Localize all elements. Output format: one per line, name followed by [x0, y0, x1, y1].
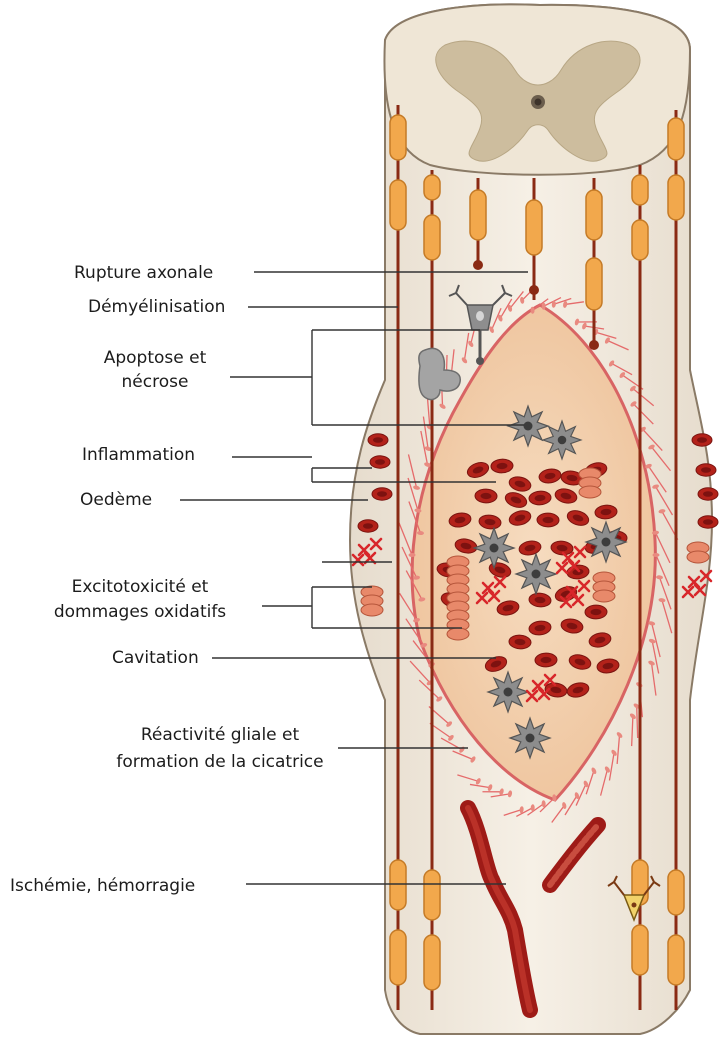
myelin-segment-icon	[424, 175, 440, 200]
red-blood-cell-icon	[535, 653, 557, 667]
red-blood-cell-icon	[358, 520, 378, 532]
red-blood-cell-icon	[372, 488, 392, 500]
red-blood-cell-icon	[698, 488, 718, 500]
label-cavitation: Cavitation	[112, 647, 199, 669]
macrophage-icon	[510, 718, 550, 758]
label-reactivite-line1: Réactivité gliale et	[100, 724, 340, 746]
red-blood-cell-icon	[475, 489, 497, 503]
myelin-segment-icon	[668, 870, 684, 915]
label-excito-line2: dommages oxidatifs	[20, 601, 260, 623]
myelin-segment-icon	[586, 190, 602, 240]
myelin-segment-icon	[632, 925, 648, 975]
myelin-segment-icon	[390, 180, 406, 230]
label-ischemie: Ischémie, hémorragie	[10, 875, 195, 897]
label-inflammation: Inflammation	[82, 444, 195, 466]
label-oedeme: Oedème	[80, 489, 152, 511]
myelin-segment-icon	[424, 870, 440, 920]
red-blood-cell-stack-icon	[361, 586, 383, 616]
red-blood-cell-stack-icon	[687, 542, 709, 563]
axon-end-bulb	[589, 340, 599, 350]
myelin-segment-icon	[632, 220, 648, 260]
glial-cell	[653, 553, 660, 557]
red-blood-cell-icon	[692, 434, 712, 446]
myelin-segment-icon	[390, 115, 406, 160]
red-blood-cell-icon	[370, 456, 390, 468]
label-excito-line1: Excitotoxicité et	[20, 576, 260, 598]
axon-end-bulb	[473, 260, 483, 270]
macrophage-icon	[488, 672, 528, 712]
label-apoptose-line2: nécrose	[100, 371, 210, 393]
red-blood-cell-icon	[696, 464, 716, 476]
myelin-segment-icon	[632, 175, 648, 205]
red-blood-cell-icon	[368, 434, 388, 446]
myelin-segment-icon	[668, 118, 684, 160]
myelin-segment-icon	[390, 930, 406, 985]
red-blood-cell-stack-icon	[593, 572, 615, 602]
red-blood-cell-icon	[537, 513, 559, 527]
label-reactivite-line2: formation de la cicatrice	[90, 751, 350, 773]
myelin-segment-icon	[586, 258, 602, 310]
label-apoptose-line1: Apoptose et	[100, 347, 210, 369]
red-blood-cell-icon	[698, 516, 718, 528]
label-demyelinisation: Démyélinisation	[88, 296, 225, 318]
myelin-segment-icon	[424, 935, 440, 990]
label-rupture-axonale: Rupture axonale	[74, 262, 213, 284]
myelin-segment-icon	[668, 935, 684, 985]
myelin-segment-icon	[668, 175, 684, 220]
macrophage-icon	[516, 554, 556, 594]
myelin-segment-icon	[390, 860, 406, 910]
red-blood-cell-stack-icon	[579, 468, 601, 498]
myelin-segment-icon	[470, 190, 486, 240]
myelin-segment-icon	[424, 215, 440, 260]
macrophage-icon	[543, 421, 581, 459]
myelin-segment-icon	[526, 200, 542, 255]
red-blood-cell-icon	[585, 605, 607, 619]
macrophage-icon	[474, 528, 514, 568]
macrophage-icon	[586, 522, 626, 562]
